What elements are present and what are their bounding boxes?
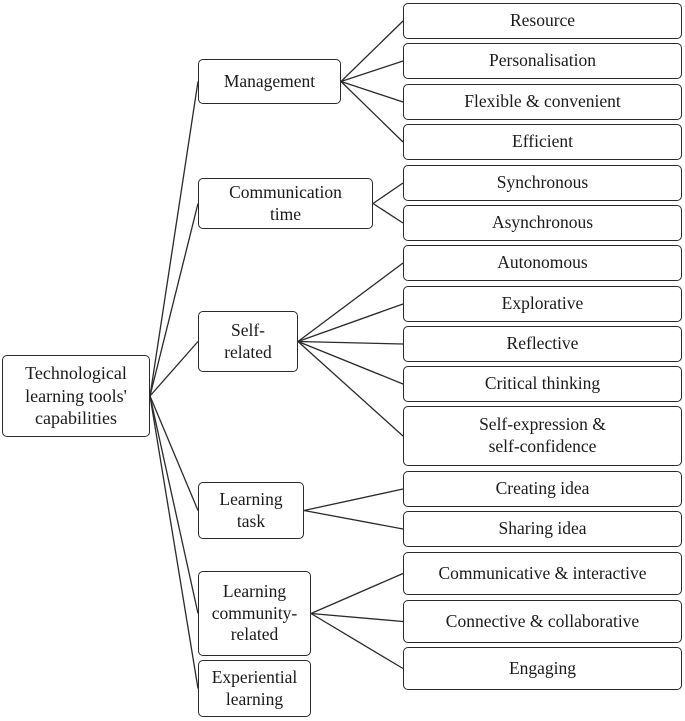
category-communication-time: Communication time [198,178,373,229]
connector-root-to-category [149,395,199,614]
connector-category-to-leaf [297,262,404,343]
leaf-synchronous: Synchronous [403,165,682,201]
connector-category-to-leaf [372,202,404,224]
leaf-critical-thinking: Critical thinking [403,366,682,402]
connector-category-to-leaf [310,612,404,670]
connector-category-to-leaf [340,20,404,82]
leaf-flexible-convenient: Flexible & convenient [403,84,682,120]
category-self-related: Self- related [198,311,298,372]
leaf-personalisation: Personalisation [403,43,682,79]
category-learning-task: Learning task [198,482,304,539]
connector-category-to-leaf [340,80,404,103]
leaf-self-expression: Self-expression & self-confidence [403,406,682,466]
leaf-communicative-interactive: Communicative & interactive [403,552,682,595]
leaf-sharing-idea: Sharing idea [403,511,682,547]
connector-root-to-category [149,203,199,397]
connector-category-to-leaf [297,341,404,437]
leaf-connective-collaborative: Connective & collaborative [403,600,682,643]
connector-category-to-leaf [310,572,404,615]
leaf-engaging: Engaging [403,647,682,690]
category-management: Management [198,59,341,104]
connector-category-to-leaf [340,60,404,83]
leaf-efficient: Efficient [403,124,682,160]
connector-category-to-leaf [297,340,404,345]
category-experiential-learning: Experiential learning [198,660,311,717]
connector-root-to-category [149,395,199,511]
connector-category-to-leaf [297,340,404,385]
connector-category-to-leaf [310,612,404,623]
connector-category-to-leaf [297,303,404,343]
connector-root-to-category [149,395,199,689]
connector-root-to-category [149,341,199,397]
leaf-asynchronous: Asynchronous [403,205,682,241]
connector-category-to-leaf [303,488,404,512]
connector-category-to-leaf [372,182,404,205]
leaf-autonomous: Autonomous [403,245,682,281]
connector-root-to-category [149,81,199,397]
root-node: Technological learning tools' capabiliti… [2,355,150,437]
connector-category-to-leaf [303,509,404,530]
leaf-explorative: Explorative [403,286,682,322]
leaf-resource: Resource [403,3,682,39]
leaf-creating-idea: Creating idea [403,471,682,507]
category-learning-community: Learning community- related [198,571,311,656]
connector-category-to-leaf [340,81,404,143]
leaf-reflective: Reflective [403,326,682,362]
